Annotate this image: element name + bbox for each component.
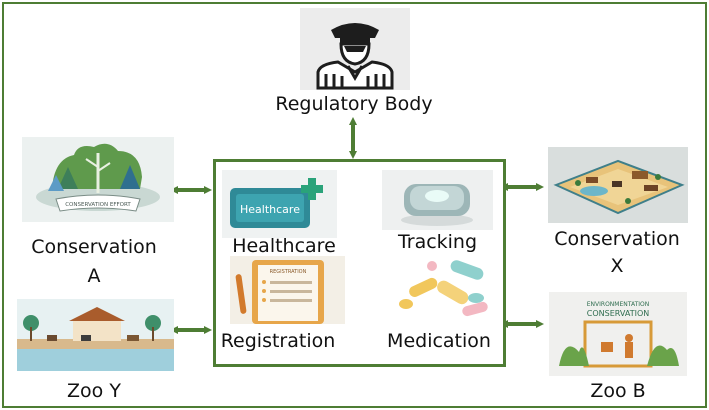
conservation-x-label-line1: Conservation [554,228,680,250]
registration-form-title: REGISTRATION [270,269,307,275]
regulatory-officer-image [300,8,410,90]
conservation-x-label-line2: X [610,255,624,277]
zoo-scene-icon [17,299,174,371]
healthcare-sign-text: Healthcare [240,203,300,216]
conservation-a-image: CONSERVATION EFFORT [22,137,174,222]
regulatory-body-label: Regulatory Body [275,93,433,115]
enclosure-icon [553,159,685,215]
core-functions-box: Healthcare Healthcare Tracking REGISTRAT… [213,159,506,367]
registration-label: Registration [220,330,336,352]
medication-image [392,256,503,328]
conservation-a-label-line2: A [87,265,101,287]
conservation-x-image [548,147,688,223]
conservation-effort-caption: CONSERVATION EFFORT [65,202,131,208]
zoo-b-label: Zoo B [590,380,646,402]
healthcare-sign-icon: Healthcare [230,178,323,228]
healthcare-image: Healthcare [222,170,337,238]
healthcare-label: Healthcare [232,235,336,257]
registration-form-icon: REGISTRATION [235,260,324,324]
zoo-b-image: ENVIRONMENTATION CONSERVATION [549,292,687,376]
forest-icon: CONSERVATION EFFORT [36,143,160,212]
pills-icon [399,260,488,317]
officer-icon [316,23,394,90]
tracking-label: Tracking [397,231,478,253]
tracking-image [382,170,493,230]
conservation-caption: CONSERVATION [587,309,649,318]
connector-arrows [170,117,544,334]
environmentation-caption: ENVIRONMENTATION [587,301,649,308]
environment-conservation-icon: ENVIRONMENTATION CONSERVATION [559,301,679,368]
zoo-y-image [17,299,174,371]
tracking-device-icon [401,184,473,226]
registration-image: REGISTRATION [230,256,345,324]
conservation-a-label-line1: Conservation [31,236,157,258]
medication-label: Medication [387,330,491,352]
zoo-y-label: Zoo Y [67,380,121,402]
